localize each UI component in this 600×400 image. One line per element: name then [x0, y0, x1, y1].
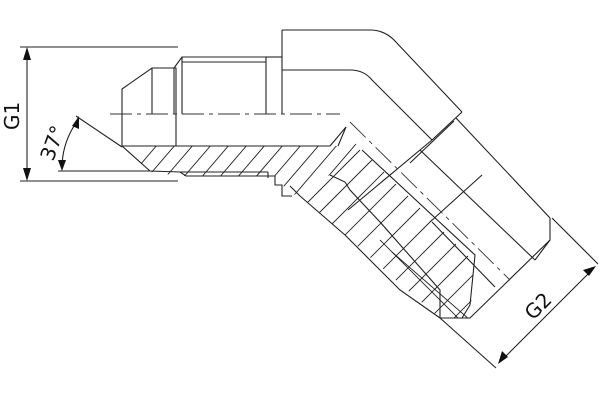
- angle-label: 37°: [35, 122, 70, 164]
- arrow-g2-top-icon: [583, 266, 596, 276]
- arrow-angle-bottom-icon: [58, 160, 66, 171]
- centerline-angled: [349, 121, 511, 281]
- g1-dimension: G1: [0, 46, 178, 182]
- arrow-up-icon: [23, 47, 31, 60]
- section-hatch-left: [122, 140, 362, 196]
- g2-dimension: G2: [439, 217, 599, 369]
- elbow-body: [282, 29, 551, 319]
- arrow-g2-bottom-icon: [498, 351, 508, 364]
- section-outline: [289, 149, 476, 319]
- left-stud: [121, 30, 330, 197]
- g1-label: G1: [0, 102, 24, 130]
- angle-dimension: 37°: [35, 115, 150, 172]
- arrow-angle-top-icon: [72, 116, 79, 129]
- g2-label: G2: [520, 288, 557, 325]
- arrow-down-icon: [23, 168, 31, 181]
